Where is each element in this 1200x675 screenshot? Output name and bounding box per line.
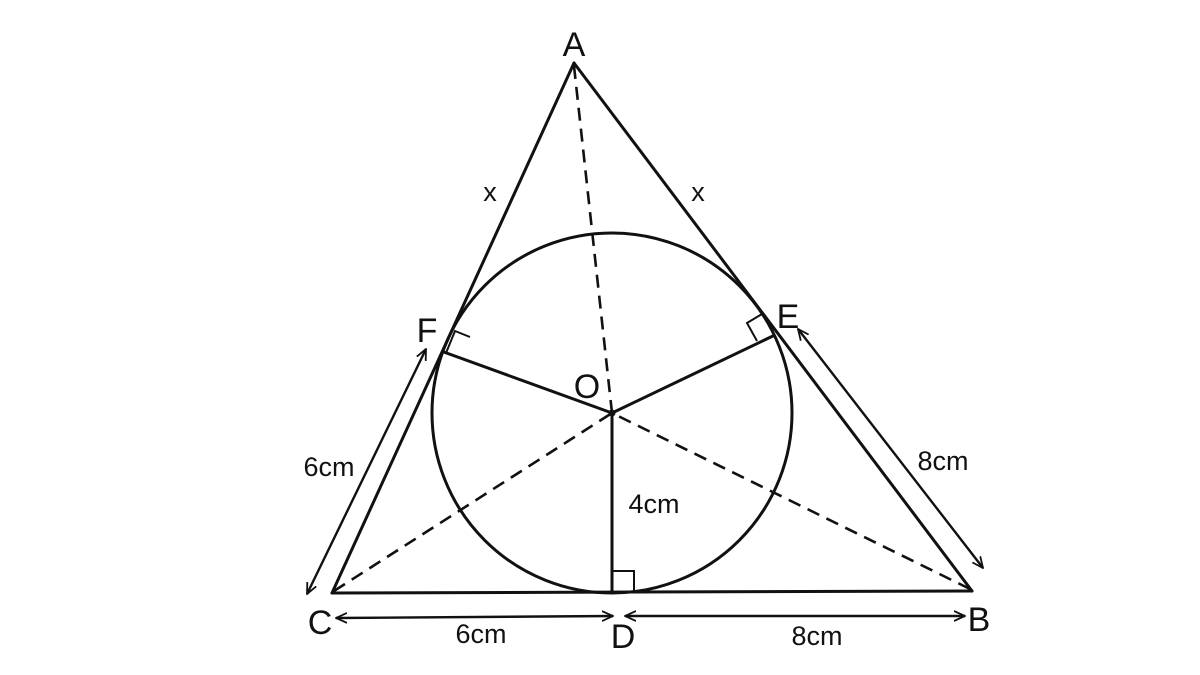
label-point-e: E — [777, 298, 800, 336]
label-point-c: C — [308, 604, 333, 642]
arrow-cf — [305, 349, 428, 594]
label-point-a: A — [563, 26, 586, 64]
dimension-arrows — [305, 329, 983, 618]
center-point-o — [608, 409, 616, 417]
label-od-radius: 4cm — [628, 489, 679, 519]
bisector-co — [333, 411, 613, 593]
right-angle-markers — [445, 313, 763, 592]
bisector-ao — [572, 65, 614, 414]
label-db-length: 8cm — [791, 621, 842, 651]
radii — [440, 333, 776, 593]
label-be-length: 8cm — [917, 446, 968, 476]
right-angle-e — [745, 313, 763, 342]
label-point-b: B — [968, 601, 991, 639]
right-angle-d — [612, 570, 635, 592]
label-cd-length: 6cm — [455, 619, 506, 649]
arrow-eb — [798, 329, 983, 568]
label-point-o: O — [574, 368, 600, 406]
side-cb — [330, 589, 974, 595]
arrow-cd — [336, 616, 613, 618]
radius-of — [440, 349, 613, 415]
label-ae-x: x — [691, 177, 705, 207]
label-point-d: D — [611, 618, 636, 656]
label-cf-length: 6cm — [303, 452, 354, 482]
label-af-x: x — [483, 177, 497, 207]
label-point-f: F — [417, 312, 438, 350]
right-angle-f — [445, 329, 471, 354]
radius-oe — [611, 333, 776, 415]
